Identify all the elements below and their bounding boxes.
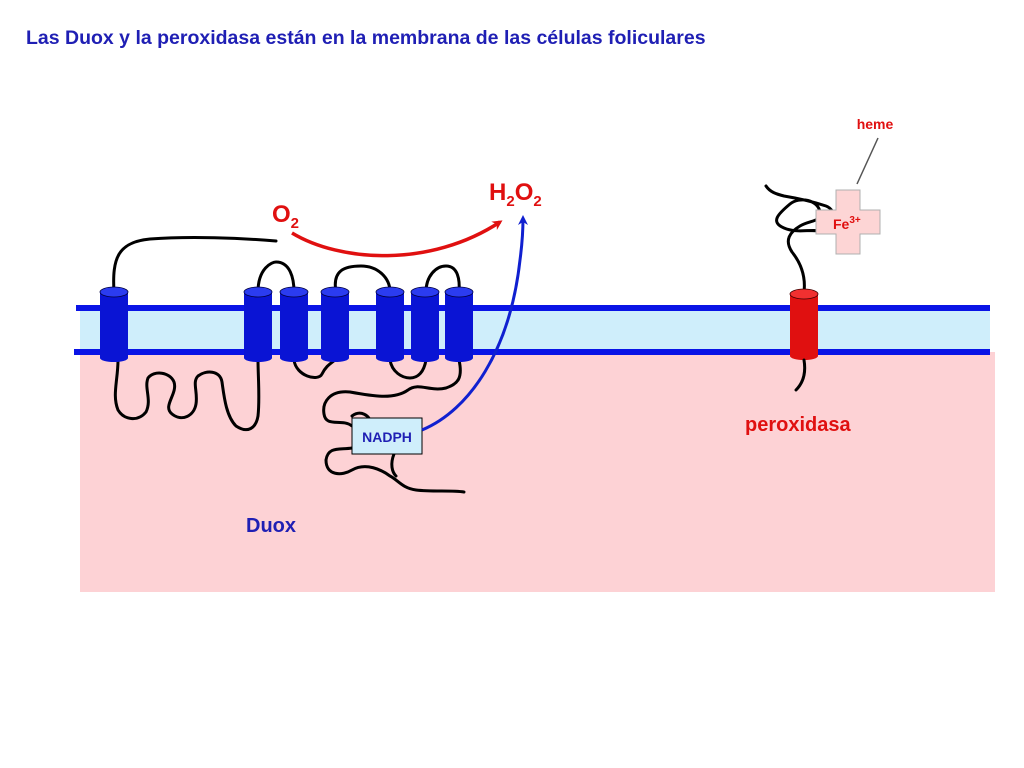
peroxidase-helix: [789, 288, 819, 360]
peroxidase-tail: [794, 358, 807, 392]
duox-helix-1: [99, 286, 129, 362]
duox-helix-6: [410, 286, 440, 362]
nadph-box: [351, 417, 423, 455]
o2-label: O2: [272, 201, 299, 232]
duox-helix-7: [444, 286, 474, 362]
nadph-to-h2o2-arrow: [421, 215, 528, 432]
membrane-band: [80, 309, 990, 352]
fe-label: Fe3+: [833, 215, 861, 232]
o2-to-h2o2-arrow: [291, 220, 503, 258]
duox-extracellular-loops: [112, 236, 461, 294]
duox-helix-5: [375, 286, 405, 362]
heme-pointer-line: [856, 137, 879, 185]
duox-helix-3: [279, 286, 309, 362]
duox-intracellular-loops: [113, 358, 466, 494]
duox-helix-2: [243, 286, 273, 362]
peroxidasa-label: peroxidasa: [745, 414, 851, 436]
nadph-label: NADPH: [362, 429, 412, 445]
peroxidase-coil: [764, 184, 838, 294]
duox-label: Duox: [246, 515, 296, 537]
cytoplasm-region: [80, 352, 995, 592]
slide-title: Las Duox y la peroxidasa están en la mem…: [26, 27, 706, 49]
heme-cross: [815, 189, 881, 255]
h2o2-label: H2O2: [489, 179, 542, 210]
heme-label: heme: [857, 116, 894, 132]
duox-helices: [99, 286, 474, 362]
duox-helix-4: [320, 286, 350, 362]
